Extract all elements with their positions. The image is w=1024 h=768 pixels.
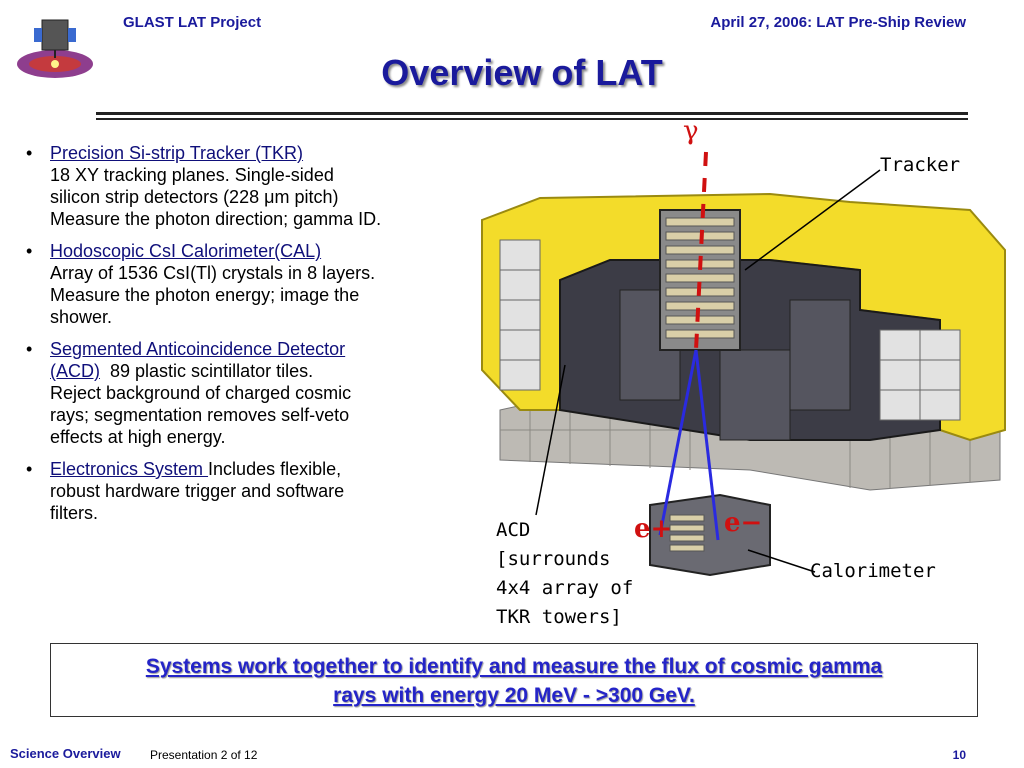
title-rule-bottom: [96, 118, 968, 120]
footer-page-number: 10: [952, 748, 966, 762]
bullet-acd: • Segmented Anticoincidence Detector (AC…: [24, 338, 474, 448]
electron-label: e−: [724, 508, 763, 538]
summary-line: Systems work together to identify and me…: [145, 655, 883, 678]
bullet-line: Measure the photon direction; gamma ID.: [50, 209, 382, 229]
tracker-label: Tracker: [880, 154, 961, 176]
bullet-list: • Precision Si-strip Tracker (TKR) 18 XY…: [24, 142, 474, 534]
title-rule-top: [96, 112, 968, 115]
bullet-line: rays; segmentation removes self-veto: [50, 405, 350, 425]
footer-presentation: Presentation 2 of 12: [150, 748, 258, 762]
bullet-electronics: • Electronics System Includes flexible, …: [24, 458, 474, 524]
bullet-line: robust hardware trigger and software: [50, 481, 345, 501]
bullet-line: Measure the photon energy; image the: [50, 285, 360, 305]
bullet-line: Reject background of charged cosmic: [50, 383, 352, 403]
bullet-dot: •: [26, 241, 33, 261]
slide-title: Overview of LAT: [381, 52, 663, 93]
bullet-inline: 89 plastic scintillator tiles.: [110, 361, 314, 381]
acd-label: ACD [surrounds 4x4 array of TKR towers]: [496, 516, 633, 632]
lat-detector-figure: γ Tracker Calorimeter ACD [surrounds 4x4…: [470, 110, 1024, 640]
summary-line: rays with energy 20 MeV - >300 GeV.: [333, 684, 695, 707]
acd-label-line: TKR towers]: [496, 606, 622, 628]
bullet-label-cont: (ACD): [50, 361, 100, 381]
bullet-line: shower.: [50, 307, 113, 327]
summary-box: Systems work together to identify and me…: [50, 643, 978, 717]
lat-detector-drawing: [481, 151, 1006, 577]
bullet-label: Electronics System: [50, 459, 209, 479]
positron-label: e+: [634, 514, 673, 544]
acd-label-line: [surrounds: [496, 548, 611, 570]
bullet-line: filters.: [50, 503, 99, 523]
bullet-line: silicon strip detectors (228 μm pitch): [50, 187, 339, 207]
bullet-dot: •: [26, 339, 33, 359]
calorimeter-label: Calorimeter: [810, 560, 936, 582]
gamma-symbol: γ: [683, 116, 699, 146]
glast-logo: [12, 14, 98, 86]
header-date: April 27, 2006: LAT Pre-Ship Review: [710, 14, 966, 31]
bullet-label: Precision Si-strip Tracker (TKR): [50, 143, 304, 163]
bullet-line: 18 XY tracking planes. Single-sided: [50, 165, 334, 185]
bullet-dot: •: [26, 459, 33, 479]
bullet-label: Segmented Anticoincidence Detector: [50, 339, 346, 359]
acd-label-line: 4x4 array of: [496, 577, 634, 599]
bullet-tracker: • Precision Si-strip Tracker (TKR) 18 XY…: [24, 142, 474, 230]
header-project: GLAST LAT Project: [123, 14, 262, 31]
footer-section: Science Overview: [10, 746, 121, 761]
bullet-line: Array of 1536 CsI(Tl) crystals in 8 laye…: [50, 263, 376, 283]
bullet-label: Hodoscopic CsI Calorimeter(CAL): [50, 241, 322, 261]
acd-label-line: ACD: [496, 519, 531, 541]
bullet-dot: •: [26, 143, 33, 163]
bullet-line: effects at high energy.: [50, 427, 226, 447]
bullet-calorimeter: • Hodoscopic CsI Calorimeter(CAL) Array …: [24, 240, 474, 328]
bullet-inline: Includes flexible,: [208, 459, 342, 479]
